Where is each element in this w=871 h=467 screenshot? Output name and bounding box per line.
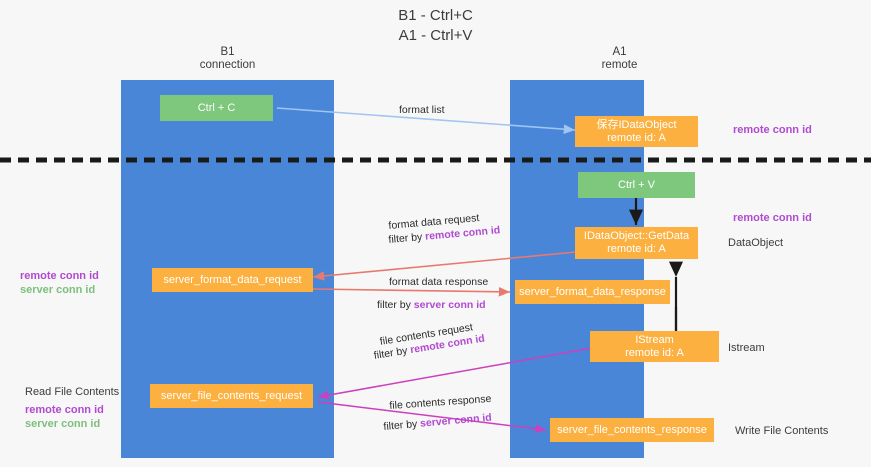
label-remote-conn-id-mid: remote conn id [733, 212, 812, 224]
column-header-b1-sub: connection [199, 59, 256, 71]
label-format-data-response: format data response [389, 276, 489, 288]
label-server-conn-id-left-2: server conn id [25, 418, 101, 430]
label-format-list: format list [399, 104, 445, 116]
label-filter-server-conn-id-1-prefix: filter by [377, 299, 414, 311]
label-dataobject: DataObject [728, 237, 784, 249]
arrow-format-data-response [312, 287, 511, 297]
page-title: B1 - Ctrl+C A1 - Ctrl+V [0, 6, 871, 46]
box-ctrl-c-line-1: Ctrl + C [197, 101, 236, 114]
label-file-contents-response: file contents response [389, 392, 492, 412]
box-istream-line-2: remote id: A [625, 346, 684, 359]
box-idataobject-getdata-line-2: remote id: A [607, 243, 666, 255]
box-server-file-contents-request[interactable]: server_file_contents_request [150, 384, 313, 408]
column-header-a1-name: A1 [612, 46, 627, 58]
title-line-2: A1 - Ctrl+V [398, 27, 473, 44]
column-header-a1-sub: remote [601, 59, 638, 71]
label-istream: Istream [728, 342, 765, 354]
label-filter-remote-conn-id-2-prefix: filter by [373, 344, 412, 362]
label-remote-conn-id-left-1: remote conn id [20, 270, 99, 282]
box-idataobject-getdata-line-1: IDataObject::GetData [583, 230, 690, 242]
column-header-b1: B1 connection [151, 46, 304, 72]
label-remote-conn-id-left-2: remote conn id [25, 404, 104, 416]
box-server-format-data-request[interactable]: server_format_data_request [152, 268, 313, 292]
box-ctrl-v[interactable]: Ctrl + V [578, 172, 695, 198]
label-read-file-contents: Read File Contents [25, 386, 120, 398]
box-save-idataobject-line-2: remote id: A [607, 131, 666, 144]
box-server-format-data-response[interactable]: server_format_data_response [515, 280, 670, 304]
label-filter-server-conn-id-2-value: server conn id [419, 411, 493, 430]
box-server-format-data-request-line-1: server_format_data_request [163, 273, 302, 286]
box-ctrl-v-line-1: Ctrl + V [618, 178, 655, 191]
box-istream[interactable]: IStream remote id: A [590, 331, 719, 362]
box-server-format-data-response-line-1: server_format_data_response [519, 285, 666, 298]
label-remote-conn-id-top: remote conn id [733, 124, 812, 136]
label-server-conn-id-left-1: server conn id [20, 284, 96, 296]
box-istream-line-1: IStream [635, 333, 674, 346]
box-server-file-contents-response-line-1: server_file_contents_response [557, 423, 707, 436]
box-save-idataobject-line-1: 保存IDataObject [596, 118, 677, 131]
label-filter-server-conn-id-2: filter by server conn id [383, 412, 492, 434]
label-filter-server-conn-id-2-prefix: filter by [383, 417, 421, 433]
column-header-a1: A1 remote [543, 46, 696, 72]
label-filter-server-conn-id-1-value: server conn id [413, 299, 486, 311]
label-write-file-contents: Write File Contents [735, 425, 829, 437]
box-server-file-contents-response[interactable]: server_file_contents_response [550, 418, 714, 442]
box-ctrl-c[interactable]: Ctrl + C [160, 95, 273, 121]
column-header-b1-name: B1 [220, 46, 235, 58]
title-line-1: B1 - Ctrl+C [398, 7, 473, 24]
label-filter-server-conn-id-1: filter by server conn id [377, 299, 486, 312]
box-idataobject-getdata[interactable]: IDataObject::GetData remote id: A [575, 227, 698, 259]
box-save-idataobject[interactable]: 保存IDataObject remote id: A [575, 116, 698, 147]
box-server-file-contents-request-line-1: server_file_contents_request [160, 389, 303, 402]
label-filter-remote-conn-id-1-prefix: filter by [388, 230, 426, 246]
